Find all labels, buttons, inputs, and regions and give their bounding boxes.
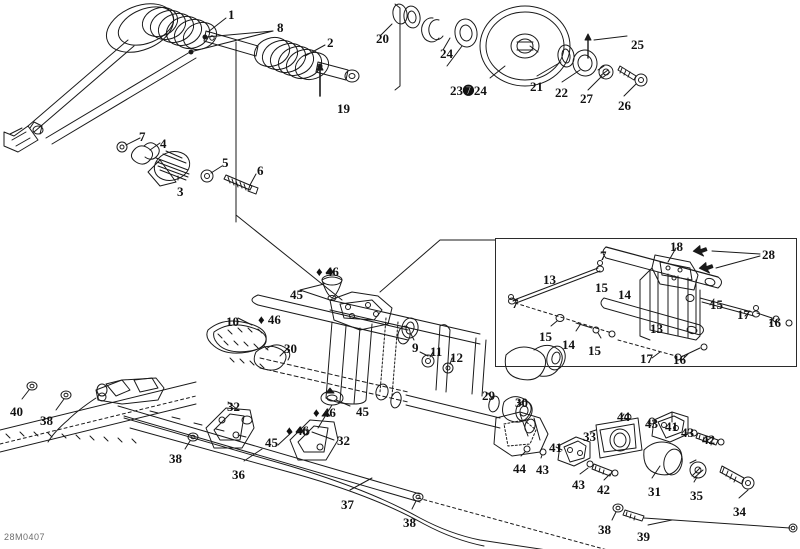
callout-21-c21: 21	[530, 79, 543, 94]
callout-38-c38a: 38	[40, 413, 53, 428]
callout-15-c15b: 15	[710, 297, 723, 312]
callout-24-c24a: 24	[440, 46, 453, 61]
callout-31-c31: 31	[648, 484, 661, 499]
callout-9-c9: 9	[412, 340, 419, 355]
callout-43-c43a: 43	[645, 416, 658, 431]
callout-41-c41a: 41	[665, 419, 678, 434]
callout-43-c43c: 43	[536, 462, 549, 477]
callout-19-c19: 19	[337, 101, 350, 116]
callout-3-c3: 3	[177, 184, 184, 199]
callout-15-c15d: 15	[588, 343, 601, 358]
callout-20-c20: 20	[376, 31, 389, 46]
callout-36-c36: 36	[232, 467, 245, 482]
callout-45-c45c: 45	[265, 435, 278, 450]
callout-30-c30b: 30	[515, 395, 528, 410]
callout-15-c15a: 15	[595, 280, 608, 295]
callout-13-c13b: 13	[650, 321, 663, 336]
callout-12-c12: 12	[450, 350, 463, 365]
callout-4-c4: 4	[160, 136, 167, 151]
callout-22-c22: 22	[555, 85, 568, 100]
callout-7-c7c: 7	[512, 296, 519, 311]
callout-35-c35: 35	[690, 488, 703, 503]
callout-15-c15c: 15	[539, 329, 552, 344]
callout-13-c13a: 13	[543, 272, 556, 287]
callout-40-c40: 40	[10, 404, 23, 419]
callout-37-c37: 37	[341, 497, 354, 512]
callout-46-c46b: ♦ 46	[258, 312, 281, 327]
callout-7-c7b: 7	[600, 248, 607, 263]
callout-7-c7: 7	[139, 129, 146, 144]
callout-32-c32b: 32	[337, 433, 350, 448]
callout-34-c34: 34	[733, 504, 746, 519]
callout-41-c41b: 41	[549, 440, 562, 455]
callout-17-c17b: 17	[640, 351, 653, 366]
callout-46-c46d: ♦ 46	[286, 423, 309, 438]
callout-45-c45b: 45	[356, 404, 369, 419]
callout-2324-c23: 23➐24	[450, 83, 487, 98]
callout-17-c17a: 17	[737, 307, 750, 322]
callout-42-c42b: 42	[597, 482, 610, 497]
callout-30-c30a: 30	[284, 341, 297, 356]
callout-6-c6: 6	[257, 163, 264, 178]
callout-27-c27: 27	[580, 91, 593, 106]
callout-8-c8: 8	[277, 20, 284, 35]
callout-33-c33: 33	[583, 429, 596, 444]
callout-28-c28: 28	[762, 247, 775, 262]
callout-16-c16b: 16	[673, 352, 686, 367]
callout-42-c42a: 42	[702, 432, 715, 447]
callout-43-c43d: 43	[572, 477, 585, 492]
callout-26-c26: 26	[618, 98, 631, 113]
callout-38-c38c: 38	[403, 515, 416, 530]
callout-5-c5: 5	[222, 155, 229, 170]
callout-29-c29: 29	[482, 388, 495, 403]
callout-45-c45a: 45	[290, 287, 303, 302]
callout-38-c38b: 38	[169, 451, 182, 466]
callout-44-c44b: 44	[513, 461, 526, 476]
callout-38-c38d: 38	[598, 522, 611, 537]
diagram-watermark: 28M0407	[4, 532, 46, 542]
callout-2-c2: 2	[327, 35, 334, 50]
callout-10-c10: 10	[226, 314, 239, 329]
callout-32-c32a: 32	[227, 399, 240, 414]
callout-11-c11: 11	[430, 344, 443, 359]
callout-14-c14a: 14	[618, 287, 631, 302]
callout-39-c39: 39	[637, 529, 650, 544]
callout-1-c1: 1	[228, 7, 235, 22]
callout-43-c43b: 43	[681, 425, 694, 440]
callout-44-c44a: 44	[617, 409, 630, 424]
callout-14-c14b: 14	[562, 337, 575, 352]
inset-detail-box	[495, 238, 797, 367]
callout-46-c46c: ♦ 46	[313, 405, 336, 420]
callout-16-c16a: 16	[768, 315, 781, 330]
callout-18-c18: 18	[670, 239, 683, 254]
callout-46-c46a: ♦ 46	[316, 264, 339, 279]
callout-25-c25: 25	[631, 37, 644, 52]
